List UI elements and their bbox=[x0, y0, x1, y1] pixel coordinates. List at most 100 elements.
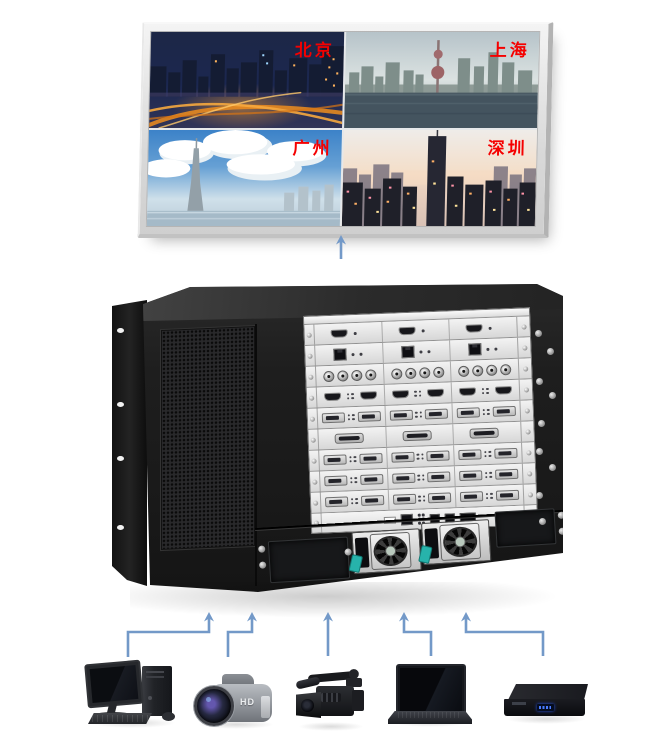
dot bbox=[486, 391, 490, 395]
io-card-rj45 bbox=[315, 342, 384, 366]
thumbscrew-column bbox=[518, 379, 533, 400]
city-label: 广州 bbox=[292, 139, 333, 158]
bnc-connector bbox=[472, 364, 484, 377]
wall-cell-beijing: 北京 bbox=[149, 32, 345, 128]
dvi-port bbox=[428, 492, 452, 504]
dot bbox=[351, 392, 354, 396]
dot bbox=[353, 455, 357, 459]
mounting-hole bbox=[117, 456, 124, 461]
dot bbox=[417, 474, 421, 477]
io-card-dvi2 bbox=[453, 401, 520, 424]
io-card-dvi2 bbox=[317, 405, 386, 429]
thumbscrew bbox=[309, 416, 316, 422]
dot bbox=[481, 391, 485, 395]
bnc-connector bbox=[350, 369, 363, 381]
led-dots bbox=[417, 474, 425, 481]
io-card-dvi2 bbox=[319, 447, 388, 471]
io-card-bnc4 bbox=[451, 359, 518, 382]
psu-latch bbox=[348, 554, 364, 574]
laptop-keyboard-base bbox=[388, 711, 472, 724]
bnc-connector bbox=[486, 364, 498, 376]
dot bbox=[419, 415, 423, 418]
bnc-connector bbox=[336, 369, 349, 382]
dvi-port bbox=[458, 449, 482, 461]
led-dots bbox=[482, 408, 491, 416]
hdmi-port bbox=[391, 390, 409, 399]
dot bbox=[348, 455, 352, 459]
mounting-hole bbox=[117, 525, 124, 530]
camera-battery bbox=[352, 690, 364, 711]
dot bbox=[417, 478, 421, 481]
dot bbox=[422, 478, 425, 481]
camera-body bbox=[316, 686, 354, 716]
card-cage bbox=[303, 307, 539, 534]
status-led bbox=[427, 349, 431, 353]
bnc-connector bbox=[458, 365, 470, 377]
thumbscrew bbox=[312, 479, 318, 485]
io-card-dvi2 bbox=[386, 445, 456, 468]
led-dots bbox=[485, 492, 494, 500]
device-camcorder: HD bbox=[194, 668, 278, 730]
matrix-processor-chassis bbox=[95, 282, 575, 627]
wall-cell-shanghai: 上海 bbox=[344, 32, 540, 128]
led-dots bbox=[349, 476, 358, 484]
device-laptop bbox=[388, 662, 472, 728]
screw bbox=[259, 561, 267, 569]
dot bbox=[414, 411, 418, 415]
thumbscrew bbox=[310, 437, 316, 443]
led-dots bbox=[348, 455, 357, 463]
pc-monitor bbox=[84, 659, 144, 709]
pc-mouse bbox=[162, 712, 175, 721]
dot bbox=[349, 459, 352, 463]
dot bbox=[418, 495, 421, 498]
bnc-connector bbox=[418, 366, 430, 379]
dot bbox=[355, 497, 358, 501]
hdmi-port bbox=[359, 391, 377, 400]
io-card-dvi2 bbox=[319, 468, 389, 492]
ethernet-port bbox=[400, 345, 415, 359]
screw bbox=[557, 511, 563, 520]
thumbscrew bbox=[524, 407, 530, 414]
thumbscrew bbox=[308, 374, 314, 380]
mounting-hole bbox=[117, 402, 124, 407]
dot bbox=[353, 459, 357, 463]
dot bbox=[419, 411, 423, 414]
dot bbox=[490, 496, 494, 500]
screw bbox=[344, 548, 352, 556]
dot bbox=[349, 476, 353, 480]
psu-fan bbox=[369, 531, 412, 571]
mounting-hole bbox=[117, 328, 124, 333]
dot bbox=[421, 453, 424, 456]
thumbscrew-column bbox=[516, 316, 530, 337]
io-card-dvi2 bbox=[387, 466, 456, 489]
bnc-connector bbox=[500, 363, 512, 375]
video-wall-screen-grid: 北京 上海 bbox=[145, 31, 541, 227]
io-card-db25 bbox=[318, 426, 387, 450]
dot bbox=[347, 414, 350, 417]
dot bbox=[352, 417, 355, 421]
dvi-port bbox=[360, 495, 384, 506]
hdmi-port bbox=[465, 324, 484, 333]
dvi-port bbox=[495, 468, 519, 480]
dot bbox=[417, 513, 421, 517]
led-dots bbox=[346, 392, 355, 400]
dot bbox=[485, 471, 488, 475]
chassis-ground-shadow bbox=[130, 582, 560, 618]
camcorder-top bbox=[222, 674, 254, 687]
device-set-top-box bbox=[502, 678, 590, 728]
thumbscrew bbox=[311, 458, 317, 464]
dot bbox=[422, 499, 426, 502]
video-wall: 北京 上海 bbox=[137, 22, 554, 238]
device-desktop-pc bbox=[82, 659, 182, 730]
dot bbox=[487, 408, 490, 412]
io-card-dvi2 bbox=[455, 464, 522, 487]
status-led bbox=[421, 328, 425, 332]
io-card-dvi2 bbox=[456, 485, 523, 508]
dvi-port bbox=[359, 474, 384, 485]
pc-keyboard bbox=[88, 713, 152, 724]
status-led bbox=[353, 331, 357, 335]
dot bbox=[418, 390, 422, 393]
dvi-port bbox=[390, 451, 415, 463]
status-led bbox=[486, 347, 490, 351]
dot bbox=[421, 474, 425, 477]
